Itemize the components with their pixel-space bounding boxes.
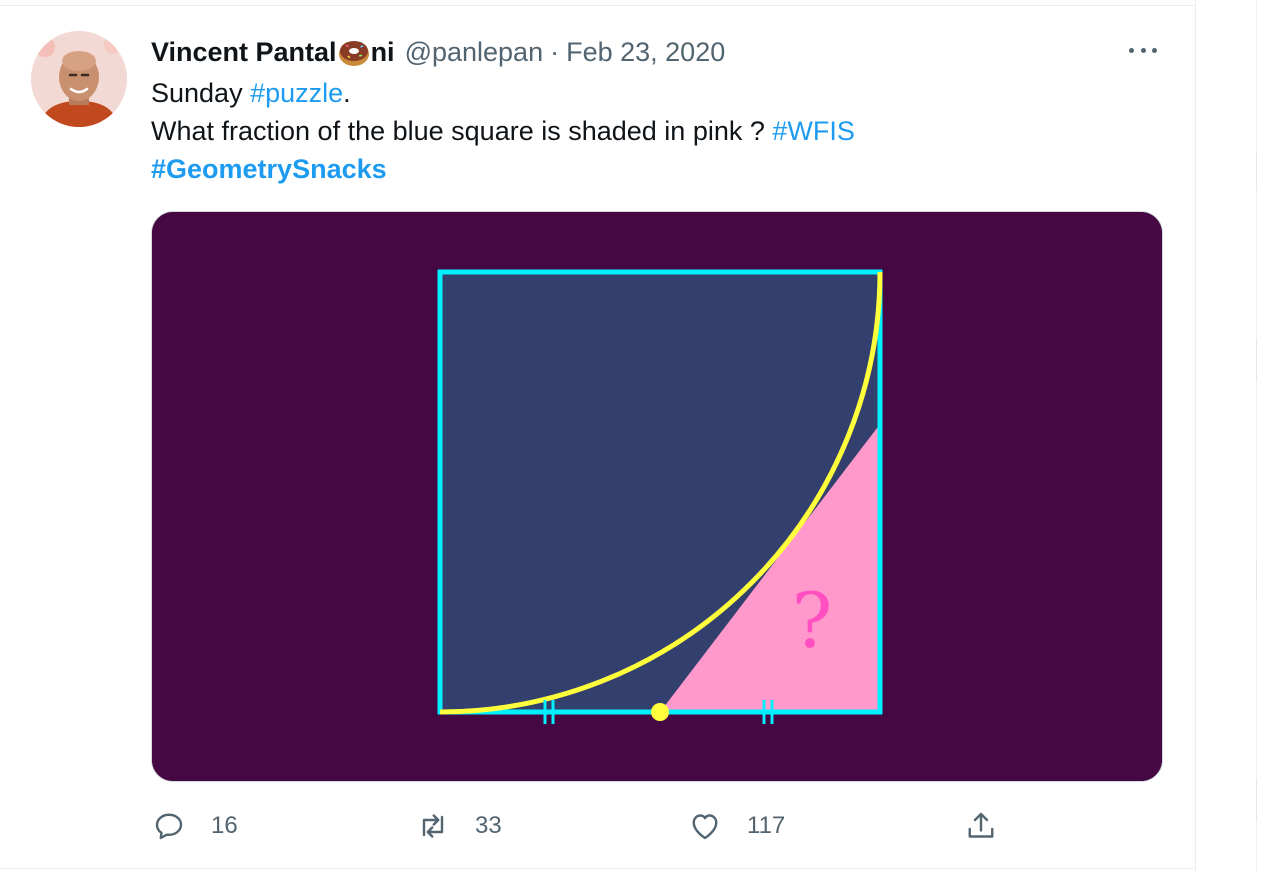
tweet-text-line: What fraction of the blue square is shad… (151, 116, 855, 146)
tweet-text-line: #GeometrySnacks (151, 150, 1151, 188)
tweet-header: Vincent Pantal ni @panlepan · Feb 23, 20… (151, 32, 725, 72)
quarter-arc (439, 271, 883, 715)
like-count: 117 (747, 812, 786, 839)
share-icon (968, 812, 994, 838)
retweet-count: 33 (475, 812, 502, 839)
donut-emoji-icon (338, 41, 369, 66)
hashtag-wfis[interactable]: #WFIS (772, 116, 855, 146)
puzzle-diagram: ? (152, 212, 1162, 781)
timeline-edge (1256, 0, 1257, 872)
retweet-icon (422, 814, 444, 838)
more-options-icon[interactable] (1126, 38, 1160, 62)
heart-icon (692, 814, 718, 840)
avatar-image (31, 31, 127, 127)
avatar[interactable] (31, 31, 127, 127)
midpoint-dot (651, 703, 669, 721)
tweet-card[interactable]: Vincent Pantal ni @panlepan · Feb 23, 20… (0, 0, 1196, 872)
author-name-text: ni (370, 36, 395, 67)
retweet-button[interactable]: 33 (415, 802, 502, 850)
reply-icon (155, 813, 183, 840)
author-name[interactable]: Vincent Pantal ni (151, 36, 395, 68)
divider (0, 868, 1196, 869)
like-button[interactable]: 117 (687, 802, 785, 850)
hashtag-geometrysnacks[interactable]: #GeometrySnacks (151, 154, 387, 184)
tweet-actions: 16 33 117 (151, 802, 1051, 850)
hashtag-puzzle[interactable]: #puzzle (250, 78, 344, 108)
reply-count: 16 (211, 812, 238, 839)
tweet-media[interactable]: ? (151, 211, 1163, 782)
separator-dot: · (550, 36, 560, 67)
author-name-text: Vincent Pantal (151, 36, 337, 67)
divider (0, 5, 1196, 6)
question-mark: ? (792, 576, 833, 665)
share-button[interactable] (963, 802, 999, 850)
author-handle[interactable]: @panlepan (404, 36, 544, 67)
tweet-date[interactable]: Feb 23, 2020 (566, 36, 726, 67)
tweet-text-line: Sunday #puzzle. (151, 78, 351, 108)
reply-button[interactable]: 16 (151, 802, 238, 850)
tweet-text: Sunday #puzzle. What fraction of the blu… (151, 74, 1151, 188)
tick-marks (543, 700, 774, 724)
